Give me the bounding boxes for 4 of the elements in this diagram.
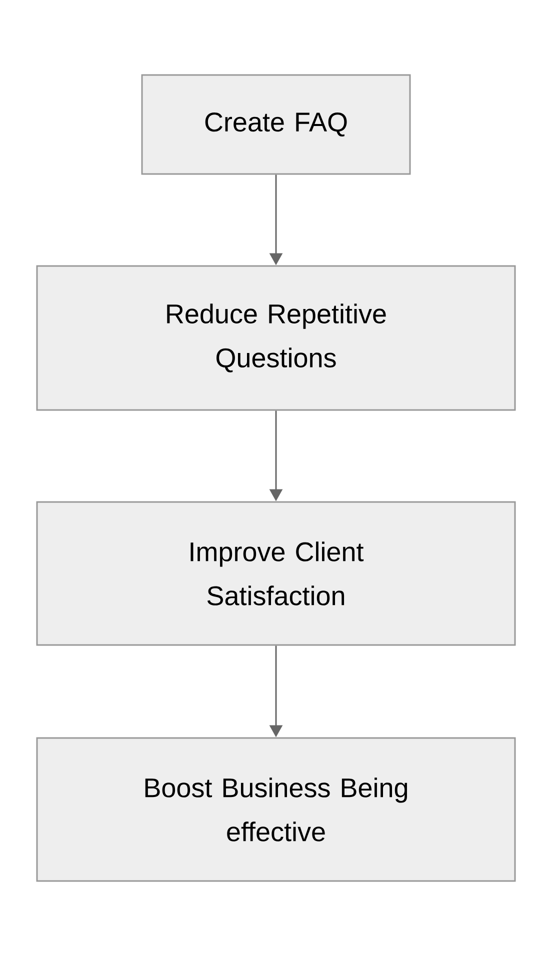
process-box: Create FAQ bbox=[141, 74, 411, 175]
process-box: Boost Business Being effective bbox=[36, 737, 516, 882]
process-box: Reduce Repetitive Questions bbox=[36, 265, 516, 411]
process-box: Improve Client Satisfaction bbox=[36, 501, 516, 646]
